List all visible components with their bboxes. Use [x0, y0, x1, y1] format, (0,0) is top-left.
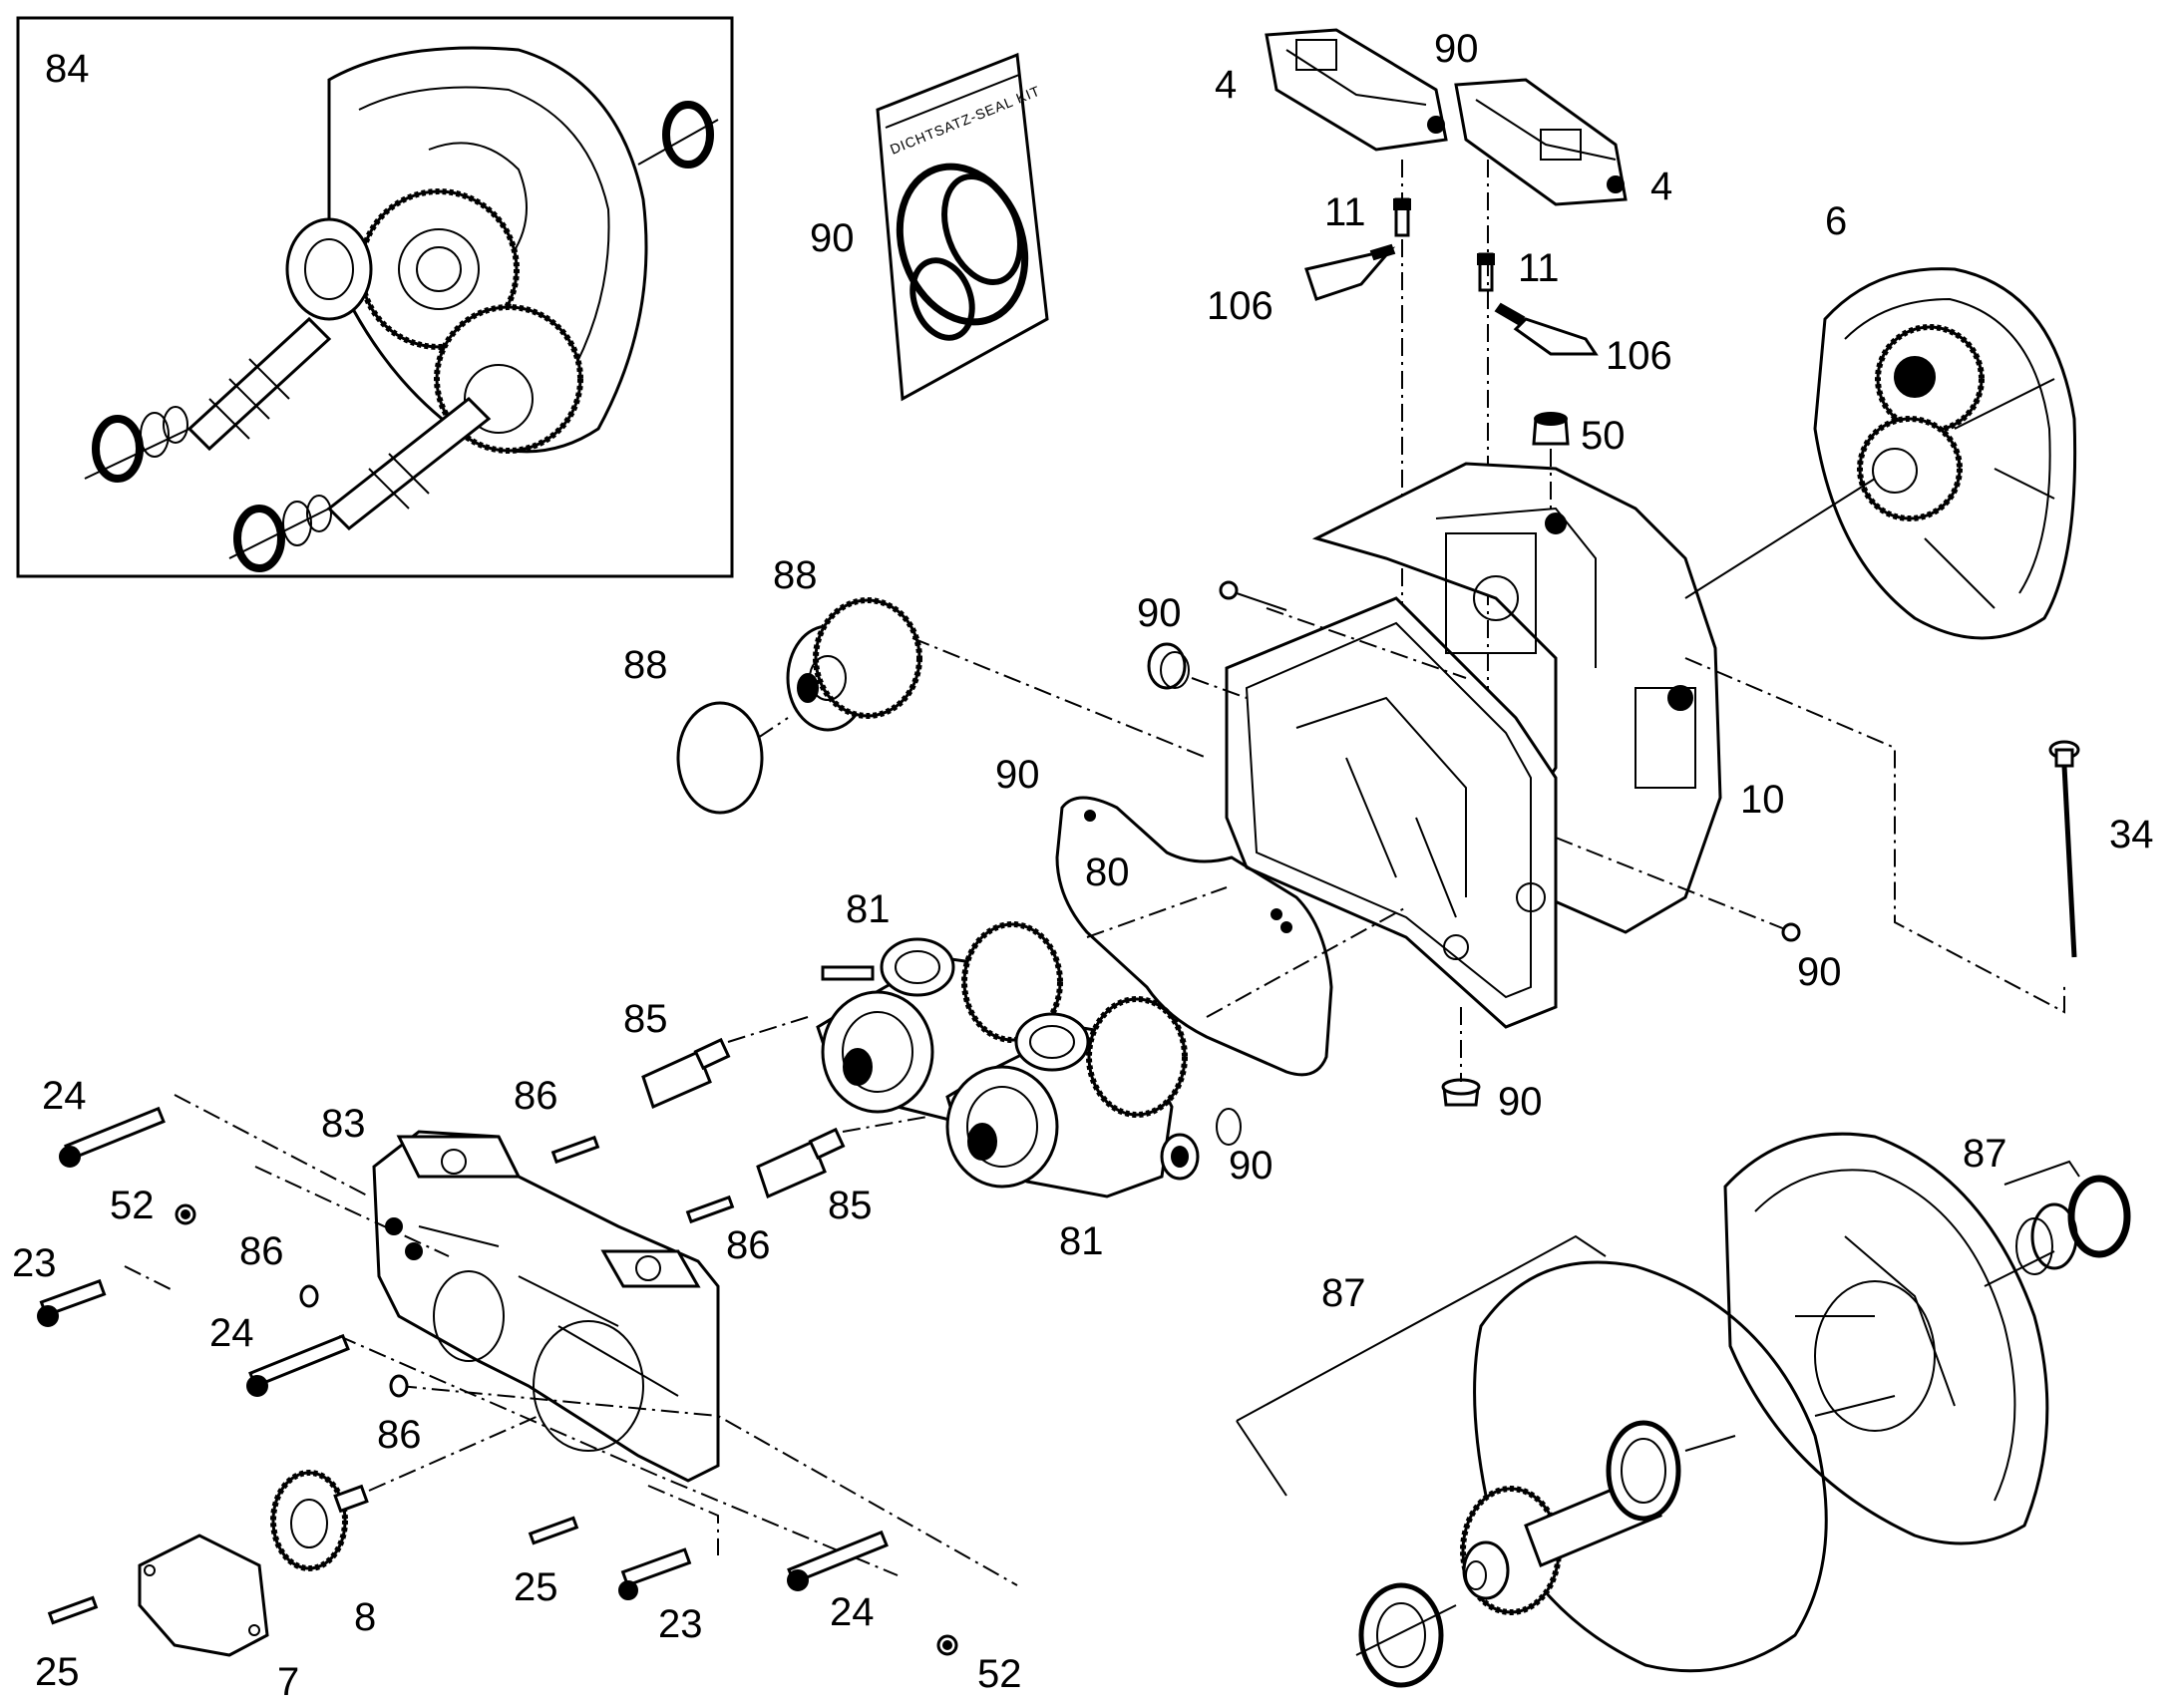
- inset-seal-ring-left: [92, 415, 144, 483]
- callout-85-top: 85: [623, 997, 668, 1041]
- callout-90-top: 90: [1434, 27, 1479, 71]
- callout-24-b: 24: [209, 1311, 254, 1355]
- callout-6: 6: [1825, 199, 1847, 243]
- callout-25-a: 25: [514, 1565, 558, 1609]
- seal-90-pump: [1160, 1108, 1242, 1181]
- inset-frame: [16, 16, 734, 578]
- washer-86-c: [299, 1284, 319, 1308]
- callout-86-b: 86: [726, 1223, 771, 1267]
- nut-52-a: [175, 1203, 196, 1225]
- callout-83: 83: [321, 1102, 366, 1146]
- callout-87-left: 87: [1321, 1271, 1366, 1315]
- valve-right: [1454, 78, 1628, 206]
- bolt-23-b: [618, 1547, 692, 1600]
- callout-106-left: 106: [1207, 284, 1273, 328]
- dipstick-34: [1684, 657, 2080, 1014]
- plug-90-bottom: [1441, 1007, 1481, 1107]
- callout-4-left: 4: [1215, 63, 1237, 107]
- pump-8: [270, 1415, 540, 1571]
- callout-86-a: 86: [514, 1074, 558, 1118]
- valve-block-83: [372, 1130, 720, 1483]
- callout-81-bottom: 81: [1059, 1219, 1104, 1263]
- callout-86-d: 86: [377, 1413, 422, 1457]
- solenoid-85-top: [641, 1016, 809, 1110]
- gasket-80: [1055, 796, 1333, 1077]
- callout-90-screw: 90: [1797, 950, 1842, 994]
- callout-86-c: 86: [239, 1229, 284, 1273]
- callout-labels: 84 90 4 90 4 11 11 106 106 6 50 88 88 90…: [12, 27, 2154, 1704]
- callout-10: 10: [1740, 778, 1785, 822]
- inset-bearing-upper: [285, 217, 373, 321]
- valve-left: [1265, 28, 1448, 152]
- callout-87-right: 87: [1963, 1132, 2007, 1176]
- washer-86-d: [389, 1374, 409, 1398]
- o-ring-88: [676, 701, 764, 815]
- callout-34: 34: [2109, 813, 2154, 856]
- callout-52-a: 52: [110, 1184, 155, 1227]
- callout-52-b: 52: [977, 1652, 1022, 1696]
- nut-52-b: [936, 1634, 958, 1656]
- callout-11-left: 11: [1324, 190, 1366, 234]
- plug-50: [1532, 412, 1570, 528]
- callout-90-plug: 90: [1137, 591, 1182, 635]
- cover-87: [1723, 1132, 2049, 1545]
- sealant-tube-left: [1304, 243, 1396, 301]
- callout-23-b: 23: [658, 1602, 703, 1646]
- callout-7: 7: [277, 1660, 299, 1704]
- cover-6: [1684, 267, 2077, 640]
- callout-25-b: 25: [35, 1650, 80, 1694]
- callout-80: 80: [1085, 851, 1130, 894]
- inset-seal-ring-top: [662, 101, 714, 169]
- callout-90-gasket: 90: [995, 753, 1040, 797]
- callout-90-kit: 90: [810, 216, 855, 260]
- end-cover-7: [138, 1534, 269, 1657]
- bolt-23-a: [37, 1278, 107, 1327]
- callout-11-right: 11: [1518, 246, 1560, 290]
- bolt-25-b: [528, 1516, 579, 1545]
- seal-kit-bag: DICHTSATZ-SEAL KIT: [876, 52, 1049, 402]
- main-housing: [1225, 462, 1722, 1029]
- callout-106-right: 106: [1606, 334, 1672, 378]
- bolt-25-a: [47, 1595, 99, 1625]
- bearing-87-b: [1358, 1582, 1444, 1688]
- callout-24-a: 24: [42, 1074, 87, 1118]
- screw-90-right: [1555, 837, 1801, 942]
- solenoid-85-bottom: [756, 1116, 928, 1199]
- plug-90-left: [1147, 642, 1248, 699]
- callout-85-bottom: 85: [828, 1184, 873, 1227]
- bolt-24-b: [246, 1333, 350, 1397]
- seal-rings-87: [1984, 1175, 2131, 1287]
- screw-11-left: [1393, 197, 1411, 237]
- bearing-87-a: [1606, 1420, 1681, 1522]
- callout-24-c: 24: [830, 1590, 875, 1634]
- screw-86-b: [685, 1195, 735, 1224]
- gear-88: [786, 597, 1208, 759]
- callout-84: 84: [45, 47, 90, 91]
- bolt-24-c: [787, 1530, 889, 1591]
- bolt-24-a: [59, 1106, 166, 1168]
- inset-shaft-upper: [186, 316, 332, 452]
- inset-seal-ring-bottom: [233, 505, 285, 572]
- callout-8: 8: [354, 1595, 376, 1639]
- inset-shaft-lower: [326, 396, 492, 531]
- inset-assembly-84: [16, 16, 734, 578]
- screw-90-top: [1219, 580, 1467, 679]
- callout-88-gear: 88: [773, 553, 818, 597]
- callout-23-a: 23: [12, 1241, 57, 1285]
- callout-88-ring: 88: [623, 643, 668, 687]
- callout-50: 50: [1581, 414, 1626, 458]
- callout-90-bottom: 90: [1498, 1080, 1543, 1124]
- pump-81-lower: [945, 996, 1188, 1198]
- screw-11-right: [1477, 252, 1495, 292]
- callout-4-right: 4: [1650, 165, 1672, 208]
- callout-90-ring: 90: [1229, 1144, 1273, 1188]
- callout-81-top: 81: [846, 887, 891, 931]
- sealant-tube-right: [1494, 302, 1599, 356]
- screw-86-a: [550, 1135, 600, 1165]
